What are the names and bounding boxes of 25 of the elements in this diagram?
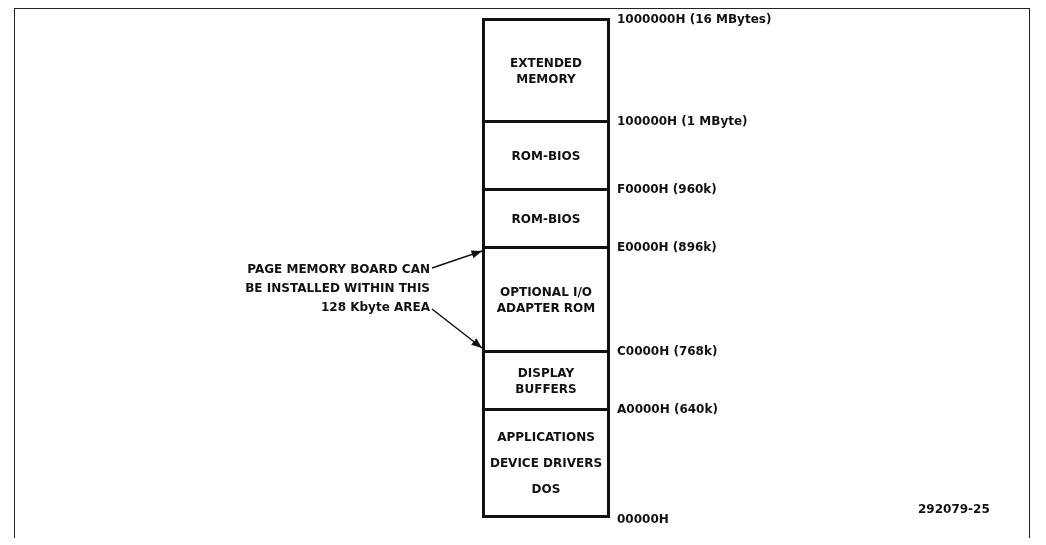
region-name: DEVICE DRIVERS xyxy=(489,455,603,471)
memory-region-box xyxy=(482,408,610,518)
memory-region-box xyxy=(482,350,610,411)
address-label: 00000H xyxy=(617,512,669,526)
address-label: F0000H (960k) xyxy=(617,182,717,196)
region-name: ROM-BIOS xyxy=(511,210,581,227)
leader-arrow xyxy=(431,308,483,349)
region-name: DISPLAY BUFFERS xyxy=(514,364,578,397)
address-label: 100000H (1 MByte) xyxy=(617,114,748,128)
region-name: ROM-BIOS xyxy=(511,147,581,164)
memory-region-box xyxy=(482,18,610,123)
address-label: A0000H (640k) xyxy=(617,402,718,416)
leader-arrow xyxy=(431,250,483,269)
address-label: C0000H (768k) xyxy=(617,344,718,358)
region-name: OPTIONAL I/O ADAPTER ROM xyxy=(495,283,597,316)
region-name: EXTENDED MEMORY xyxy=(509,54,583,87)
address-label: 1000000H (16 MBytes) xyxy=(617,12,772,26)
memory-region-box xyxy=(482,246,610,353)
region-name: DOS xyxy=(531,481,561,497)
address-label: E0000H (896k) xyxy=(617,240,717,254)
memory-region-box xyxy=(482,120,610,191)
note-text: PAGE MEMORY BOARD CAN BE INSTALLED WITHIN THIS 128 Kbyte AREA xyxy=(230,260,430,317)
figure-number: 292079-25 xyxy=(918,502,990,516)
region-name: APPLICATIONS xyxy=(497,429,595,445)
memory-region-box xyxy=(482,188,610,249)
